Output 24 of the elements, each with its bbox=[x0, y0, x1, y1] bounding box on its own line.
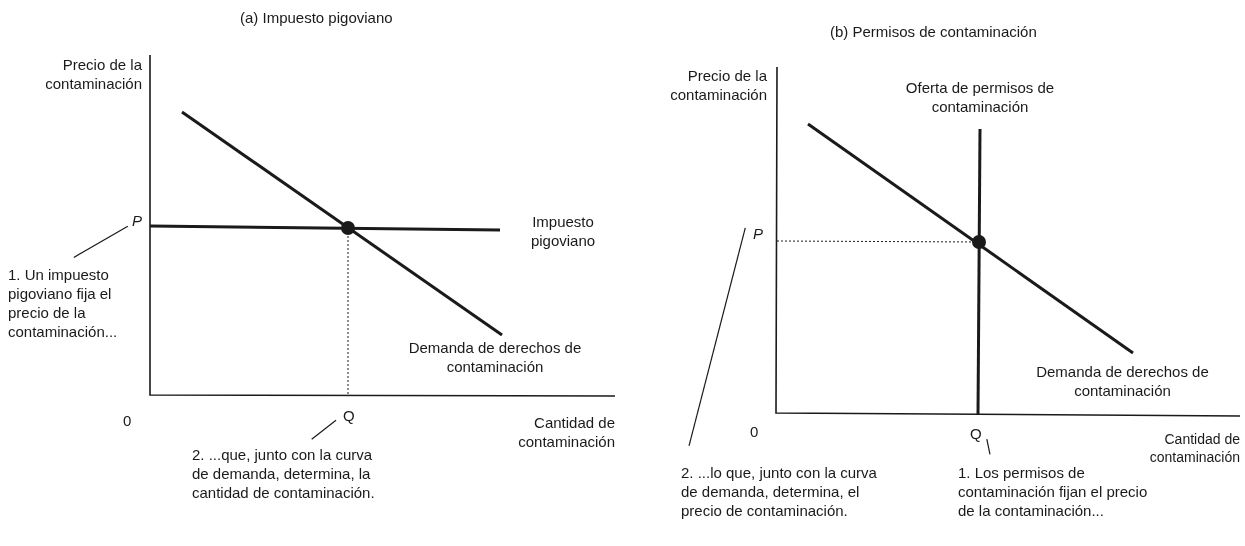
axis-tick-label: Q bbox=[343, 406, 357, 425]
panel-title: (b) Permisos de contaminación bbox=[830, 22, 1038, 41]
axis-title: Precio de la contaminación bbox=[669, 66, 767, 104]
curve-label: Oferta de permisos de contaminación bbox=[904, 78, 1056, 116]
annotation-note: 2. ...lo que, junto con la curva de demanda, determina, el precio de contaminación. bbox=[681, 463, 881, 520]
axis-title: Cantidad de contaminación bbox=[1148, 430, 1240, 466]
leader-line bbox=[986, 438, 991, 456]
axis-title: Precio de la contaminación bbox=[44, 55, 142, 93]
annotation-note: 1. Los permisos de contaminación fijan el precio de la contaminación... bbox=[958, 463, 1158, 520]
axis-title: Cantidad de contaminación bbox=[517, 413, 615, 451]
axis-tick-label: P bbox=[132, 211, 146, 230]
leader-line bbox=[688, 227, 746, 447]
axis-origin-label: 0 bbox=[123, 411, 133, 430]
axis-origin-label: 0 bbox=[750, 422, 760, 441]
leader-line bbox=[73, 225, 129, 258]
axis-tick-label: Q bbox=[970, 424, 984, 443]
annotation-note: 2. ...que, junto con la curva de demanda, determina, la cantidad de contaminación. bbox=[192, 445, 382, 502]
curve-label: Demanda de derechos de contaminación bbox=[1035, 362, 1210, 400]
curve-label: Demanda de derechos de contaminación bbox=[407, 338, 583, 376]
annotation-note: 1. Un impuesto pigoviano fija el precio de la contaminación... bbox=[8, 265, 148, 341]
panel-title: (a) Impuesto pigoviano bbox=[240, 8, 394, 27]
curve-label: Impuesto pigoviano bbox=[529, 212, 597, 250]
axis-tick-label: P bbox=[753, 224, 767, 243]
leader-line bbox=[311, 419, 337, 440]
